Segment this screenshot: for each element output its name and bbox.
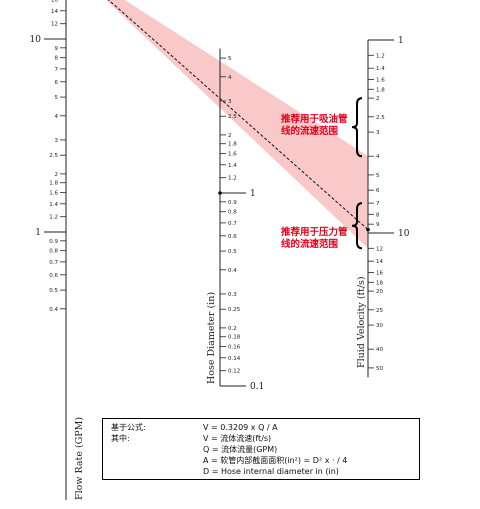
- formula-line-5: D = Hose internal diameter in (in): [203, 467, 339, 476]
- hose-diameter-major-label: 0.1: [250, 382, 264, 392]
- hose-diameter-tick-label: 0.5: [228, 249, 237, 255]
- flow-rate-tick-label: 4: [55, 114, 59, 120]
- fluid-velocity-major-label: 10: [398, 229, 410, 239]
- hose-diameter-tick-label: 2.5: [228, 114, 237, 120]
- flow-rate-tick-label: 8: [55, 56, 59, 62]
- flow-rate-tick-label: 1.8: [49, 181, 58, 187]
- fluid-velocity-tick-label: 2: [376, 96, 380, 102]
- flow-rate-tick-label: 0.6: [49, 273, 58, 279]
- fluid-velocity-tick-label: 9: [376, 222, 380, 228]
- fluid-velocity-tick-label: 7: [376, 201, 380, 207]
- hose-diameter-tick-label: 5: [228, 56, 232, 62]
- fluid-velocity-major-label: 1: [398, 36, 404, 46]
- flow-rate-tick-label: 0.4: [49, 307, 58, 313]
- fluid-velocity-tick-label: 18: [376, 280, 383, 286]
- example-point-diameter: [218, 191, 222, 195]
- example-point-velocity: [366, 227, 370, 232]
- fluid-velocity-tick-label: 2.5: [376, 115, 385, 121]
- flow-rate-tick-label: 9: [55, 46, 59, 52]
- suction-line-callout: 推荐用于吸油管 线的流速范围: [281, 114, 348, 137]
- formula-where: 其中:: [111, 434, 130, 443]
- fluid-velocity-tick-label: 1.4: [376, 66, 385, 72]
- formula-box: 基于公式: 其中: V = 0.3209 x Q / A V = 流体流速(ft…: [102, 418, 420, 480]
- fluid-velocity-tick-label: 3: [376, 130, 380, 136]
- fluid-velocity-tick-label: 12: [376, 246, 383, 252]
- hose-diameter-tick-label: 0.4: [228, 268, 237, 274]
- flow-rate-tick-label: 2: [55, 172, 59, 178]
- flow-rate-tick-label: 0.9: [49, 239, 58, 245]
- pressure-line-callout: 推荐用于压力管 线的流速范围: [281, 227, 348, 250]
- hose-diameter-tick-label: 2: [228, 133, 232, 139]
- flow-rate-tick-label: 2.5: [49, 153, 58, 159]
- fluid-velocity-tick-label: 50: [376, 366, 383, 372]
- flow-rate-tick-label: 0.7: [49, 260, 58, 266]
- flow-rate-tick-label: 16: [51, 0, 58, 4]
- flow-rate-tick-label: 0.5: [49, 288, 58, 294]
- example-isoline: [107, 0, 369, 230]
- flow-rate-tick-label: 5: [55, 95, 59, 101]
- flow-rate-tick-label: 3: [55, 138, 59, 144]
- hose-diameter-tick-label: 0.14: [228, 356, 241, 362]
- formula-line-4: A = 软管内部截面面积(in²) = D² x · / 4: [203, 456, 348, 465]
- hose-diameter-tick-label: 0.6: [228, 234, 237, 240]
- fluid-velocity-axis-title: Fluid Velocity (ft/s): [356, 276, 367, 368]
- fluid-velocity-tick-label: 1.2: [376, 53, 385, 59]
- hose-diameter-tick-label: 4: [228, 75, 232, 81]
- hose-diameter-axis-title: Hose Diameter (in): [206, 292, 217, 384]
- suction-band-brace: [351, 97, 363, 158]
- hose-diameter-tick-label: 0.16: [228, 345, 241, 351]
- hose-diameter-tick-label: 1.2: [228, 176, 237, 182]
- flow-rate-tick-label: 1.2: [49, 215, 58, 221]
- fluid-velocity-tick-label: 5: [376, 173, 380, 179]
- hose-diameter-tick-label: 1.8: [228, 142, 237, 148]
- hose-diameter-tick-label: 1.4: [228, 163, 237, 169]
- fluid-velocity-tick-label: 25: [376, 308, 383, 314]
- hose-diameter-tick-label: 0.9: [228, 200, 237, 206]
- flow-rate-tick-label: 1.6: [49, 191, 58, 197]
- formula-line-1: V = 0.3209 x Q / A: [203, 423, 278, 432]
- recommended-region: [105, 0, 368, 249]
- flow-rate-tick-label: 0.8: [49, 249, 58, 255]
- flow-rate-tick-label: 1.4: [49, 202, 58, 208]
- formula-line-2: V = 流体流速(ft/s): [203, 434, 272, 443]
- hose-diameter-tick-label: 0.3: [228, 292, 237, 298]
- fluid-velocity-tick-label: 30: [376, 323, 383, 329]
- fluid-velocity-tick-label: 6: [376, 188, 380, 194]
- hose-diameter-major-label: 1: [250, 189, 256, 199]
- fluid-velocity-tick-label: 20: [376, 289, 383, 295]
- flow-rate-tick-label: 14: [51, 9, 58, 15]
- fluid-velocity-tick-label: 1.6: [376, 77, 385, 83]
- flow-rate-major-label: 1: [35, 228, 41, 238]
- flow-rate-tick-label: 7: [55, 67, 59, 73]
- fluid-velocity-tick-label: 16: [376, 270, 383, 276]
- hose-diameter-tick-label: 0.2: [228, 326, 237, 332]
- formula-line-3: Q = 流体流量(GPM): [203, 445, 278, 454]
- hose-diameter-tick-label: 0.7: [228, 221, 237, 227]
- hose-diameter-tick-label: 0.18: [228, 335, 241, 341]
- fluid-velocity-tick-label: 14: [376, 259, 383, 265]
- flow-rate-tick-label: 6: [55, 80, 59, 86]
- flow-rate-tick-label: 12: [51, 22, 58, 28]
- hose-diameter-tick-label: 0.25: [228, 307, 241, 313]
- fluid-velocity-tick-label: 4: [376, 154, 380, 160]
- pressure-band-brace: [351, 202, 363, 250]
- fluid-velocity-tick-label: 1.8: [376, 87, 385, 93]
- hose-diameter-tick-label: 3: [228, 99, 232, 105]
- fluid-velocity-tick-label: 40: [376, 347, 383, 353]
- hose-diameter-tick-label: 1.6: [228, 152, 237, 158]
- formula-heading: 基于公式:: [111, 423, 146, 432]
- flow-rate-major-label: 10: [30, 35, 42, 45]
- fluid-velocity-tick-label: 8: [376, 212, 380, 218]
- hose-diameter-tick-label: 0.8: [228, 210, 237, 216]
- hose-diameter-tick-label: 0.12: [228, 369, 240, 375]
- flow-rate-axis-title: Flow Rate (GPM): [74, 417, 85, 500]
